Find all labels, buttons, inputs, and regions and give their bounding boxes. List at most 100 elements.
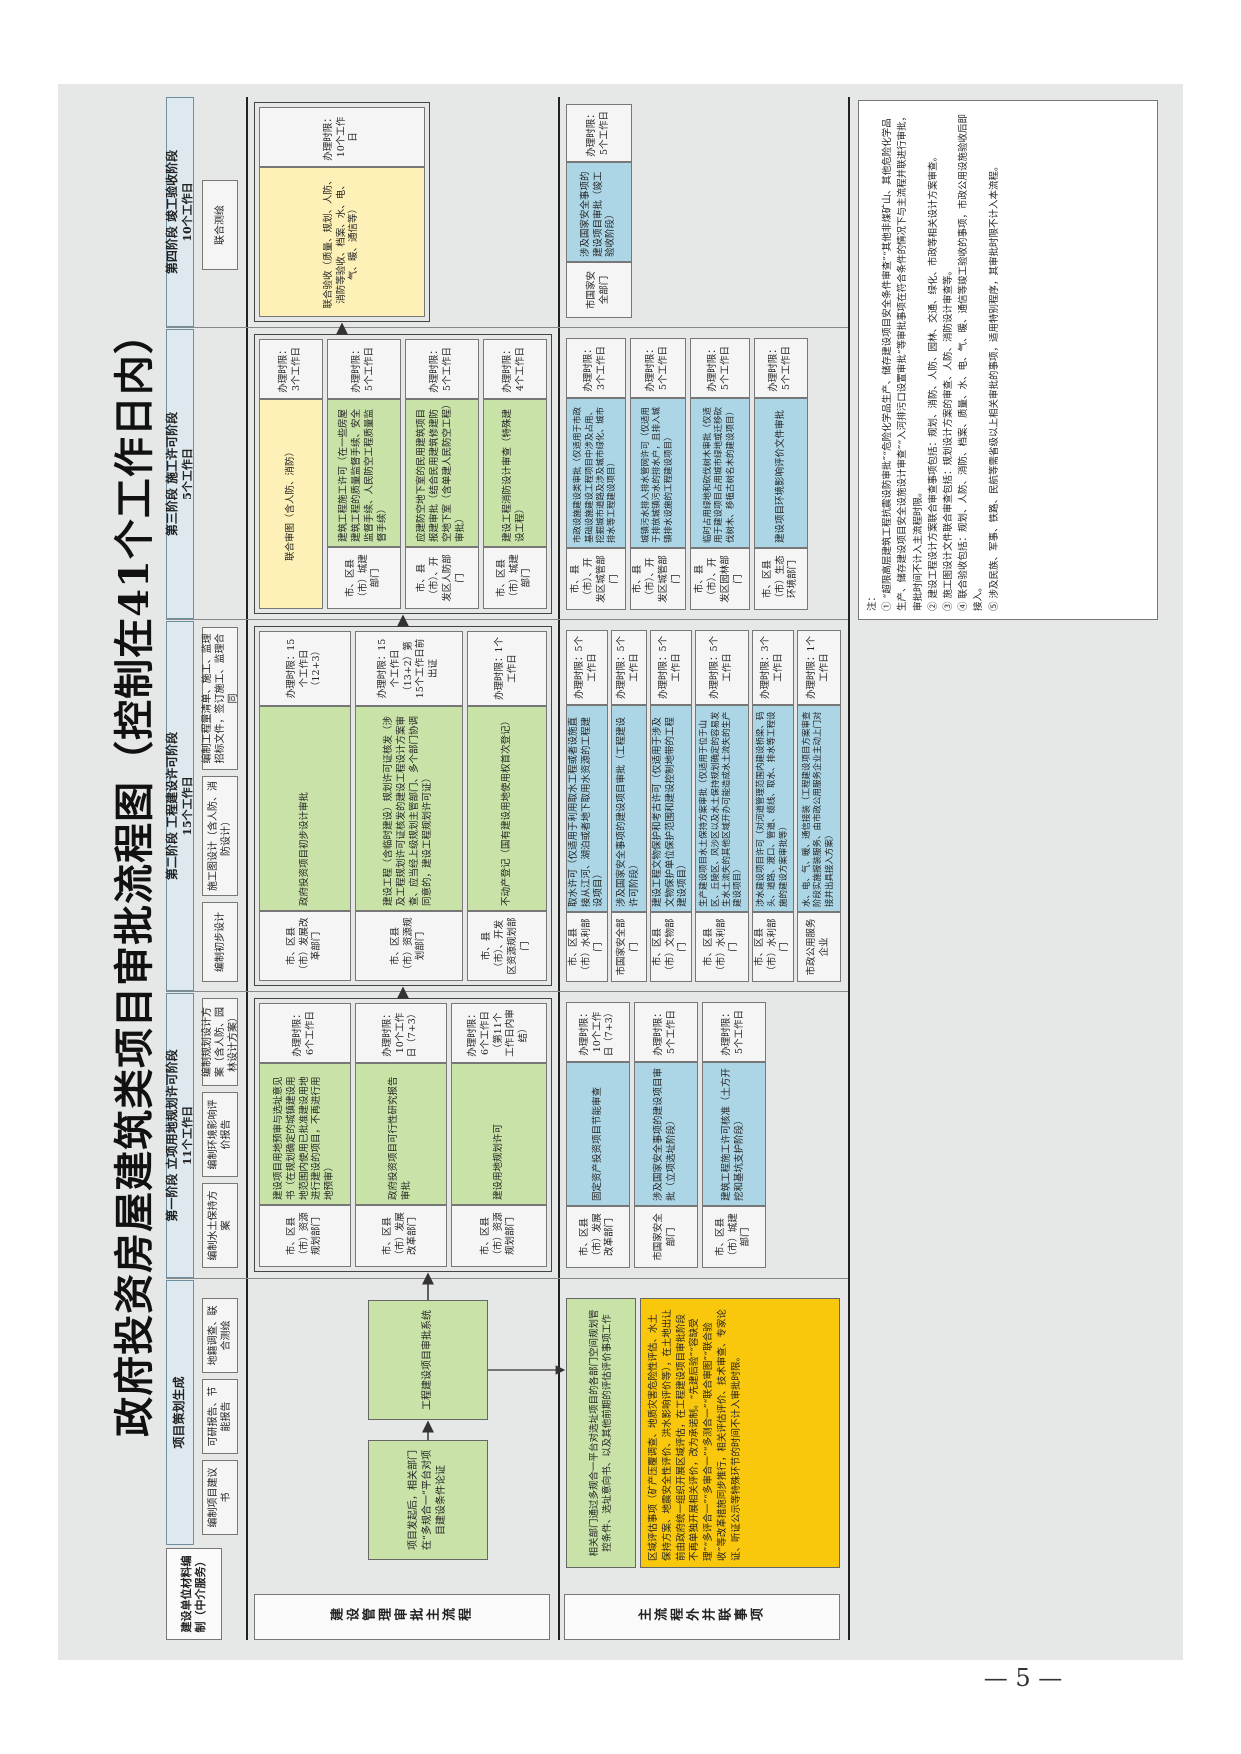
stage2-par-time-3: 办理时限：5个工作日 <box>650 630 692 705</box>
stage1-main-item-1: 建设项目用地预审与选址意见书（在规划确定的城镇建设用地范围内使用已批准建设用地进… <box>259 1063 351 1205</box>
stage3-main-item-3: 应建防空地下室的民用建筑项目报建审批（结合民用建筑修建防空地下室（含单建人民防空… <box>405 399 479 547</box>
stage3-main-item-4: 建设工程消防设计审查（特殊建设工程） <box>483 399 547 547</box>
stage1-par-time-2: 办理时限：5个工作日 <box>634 1002 698 1062</box>
parallel-label: 主流程外并联事项 <box>564 1594 840 1640</box>
stage4-main-row-1: 联合验收（质量、规划、人防、消防等验收、档案、水、电、气、暖、通信等） 办理时限… <box>259 107 425 317</box>
stage3-par-time-1: 办理时限：3个工作日 <box>566 338 626 398</box>
stage1-par-dept-1: 市、区县（市）发展改革部门 <box>566 1206 630 1268</box>
stage2-par-dept-6: 市政公用服务企业 <box>797 912 841 982</box>
stage3-main-row-1: 联合审图（含人防、消防） 办理时限：3个工作日 <box>259 339 323 609</box>
notes-label: 注： <box>867 591 878 611</box>
stage1-main-time-3: 办理时限：6个工作日（第11个工作日内审结） <box>451 1003 547 1063</box>
note-4: ④ 联合验收包括：规划、人防、消防、档案、质量、水、电、气、暖、通信等竣工验收的… <box>958 113 985 611</box>
stage2-main-item-1: 政府投资项目初步设计审批 <box>259 706 351 911</box>
stage-divider-1 <box>166 1278 848 1279</box>
stage2-par-dept-4: 市、区县（市）水利部门 <box>695 912 749 982</box>
stage1-main-row-2: 市、区县（市）发展改革部门 政府投资项目可行性研究报告审批 办理时限：10个工作… <box>355 1003 447 1267</box>
notes-box: 注： ① “超限高层建筑工程抗震设防审批”“危险化学品生产、储存建设项目安全条件… <box>858 100 1158 620</box>
stage1-main-item-2: 政府投资项目可行性研究报告审批 <box>355 1063 447 1205</box>
stage0-name: 项目策划生成 <box>172 1376 187 1449</box>
stage1-par-row-1: 市、区县（市）发展改革部门 固定资产投资项目节能审查 办理时限：10个工作日（7… <box>566 1002 630 1268</box>
stage2-main-group: 市、区县（市）发展改革部门 政府投资项目初步设计审批 办理时限：15个工作日（1… <box>254 626 552 986</box>
divider-middle <box>558 97 560 1640</box>
stage1-main-dept-2: 市、区县（市）发展改革部门 <box>355 1205 447 1267</box>
stage3-main-row-2: 市、区县（市）城建部门 建筑工程施工许可（在一些房屋建筑工程的质量监督手续、安全… <box>327 339 401 609</box>
note-5: ⑤ 涉及民族、军事、铁路、民航等需省级以上相关审批的事项，适用特别程序，其审批时… <box>988 161 1000 611</box>
main-flow-label: 建设管理审批主流程 <box>254 1594 550 1640</box>
stage1-par-row-2: 市国家安全部门 涉及国家安全事项的建设项目审批（立项选址阶段） 办理时限：5个工… <box>634 1002 698 1268</box>
stage0-system-box: 工程建设项目审批系统 <box>368 1300 488 1420</box>
stage3-main-time-1: 办理时限：3个工作日 <box>259 339 323 399</box>
stage3-main-dept-2: 市、区县（市）城建部门 <box>327 547 401 609</box>
stage2-par-time-6: 办理时限：1个工作日 <box>797 630 841 705</box>
stage2-par-item-2: 涉及国家安全事项的建设项目审批（工程建设许可阶段） <box>611 705 647 912</box>
stage3-days: 5个工作日 <box>180 448 194 500</box>
stage4-days: 10个工作日 <box>180 182 194 242</box>
stage3-par-row-1: 市、县（市）、开发区城管部门 市政设施建设类审批（仅适用于市政基础设施建设工程项… <box>566 338 626 610</box>
stage2-par-time-4: 办理时限：5个工作日 <box>695 630 749 705</box>
stage4-name: 第四阶段 竣工验收阶段 <box>165 149 180 275</box>
stage0-header: 项目策划生成 <box>166 1280 194 1545</box>
stage1-par-item-2: 涉及国家安全事项的建设项目审批（立项选址阶段） <box>634 1062 698 1206</box>
page-number: — 5 — <box>983 1664 1063 1692</box>
stage2-par-time-2: 办理时限：5个工作日 <box>611 630 647 705</box>
stage2-main-item-2: 建设工程（含临时建设）规划许可证核发（涉及工程规划许可证核发的建设工程设计方案审… <box>355 706 463 911</box>
stage3-main-item-2: 建筑工程施工许可（在一些房屋建筑工程的质量监督手续、安全监督手续、人民防空工程质… <box>327 399 401 547</box>
stage2-header: 第二阶段 工程建设许可阶段 15个工作日 <box>165 621 194 991</box>
stage3-par-time-4: 办理时限：5个工作日 <box>754 338 808 398</box>
stage0-demonstration-box: 项目发起后，相关部门在“多规合一”平台对项目建设条件论证 <box>368 1440 488 1560</box>
stage-divider-3 <box>166 619 848 620</box>
stage4-main-group: 联合验收（质量、规划、人防、消防等验收、档案、水、电、气、暖、通信等） 办理时限… <box>254 102 430 322</box>
stage2-par-dept-3: 市、区县（市）文物部门 <box>650 912 692 982</box>
stage4-par-dept-1: 市国家安全部门 <box>566 262 632 318</box>
stage3-par-time-2: 办理时限：5个工作日 <box>630 338 686 398</box>
stage1-par-time-1: 办理时限：10个工作日（7+3） <box>566 1002 630 1062</box>
stage2-par-row-5: 市、区县（市）水利部门 涉水建设项目许可（对河道管理范围内建设桥梁、码头、道路、… <box>752 630 794 982</box>
stage2-par-row-4: 市、区县（市）水利部门 生产建设项目水土保持方案审批（仅适用于位于山区、丘陵区、… <box>695 630 749 982</box>
stage1-main-time-2: 办理时限：10个工作日（7+3） <box>355 1003 447 1063</box>
stage3-main-group: 联合审图（含人防、消防） 办理时限：3个工作日 市、区县（市）城建部门 建筑工程… <box>254 334 552 614</box>
stage1-par-item-1: 固定资产投资项目节能审查 <box>566 1062 630 1206</box>
stage2-par-item-3: 建设工程文物保护和考古许可（仅适用于涉及文物保护单位保护范围和建设控制地带的工程… <box>650 705 692 912</box>
stage2-par-row-1: 市、区县（市）水利部门 取水许可（仅适用于利用取水工程或者设施直接从江河、湖泊或… <box>566 630 608 982</box>
stage3-main-time-4: 办理时限：4个工作日 <box>483 339 547 399</box>
stage3-main-item-1: 联合审图（含人防、消防） <box>259 399 323 609</box>
stage4-header: 第四阶段 竣工验收阶段 10个工作日 <box>165 97 194 327</box>
stage4-main-time-1: 办理时限：10个工作日 <box>259 107 425 167</box>
stage2-main-dept-1: 市、区县（市）发展改革部门 <box>259 911 351 981</box>
stage3-par-row-2: 市、县（市）、开发区城管部门 城镇污水排入排水管网许可（仅适用于排放城镇污水的排… <box>630 338 686 610</box>
stage2-par-time-5: 办理时限：3个工作日 <box>752 630 794 705</box>
stage3-par-dept-1: 市、县（市）、开发区城管部门 <box>566 548 626 610</box>
stage4-par-row-1: 市国家安全部门 涉及国家安全事项的建设项目审批（竣工验收阶段） 办理时限：5个工… <box>566 104 632 318</box>
stage1-par-item-3: 建筑工程施工许可核准（土方开挖和基坑支护阶段） <box>702 1062 766 1206</box>
stage3-par-dept-2: 市、县（市）、开发区城管部门 <box>630 548 686 610</box>
stage2-main-item-3: 不动产登记（国有建设用地使用权首次登记） <box>467 706 547 911</box>
stage0-prep-1: 编制项目建议书 <box>202 1460 238 1535</box>
stage2-par-time-1: 办理时限：5个工作日 <box>566 630 608 705</box>
stage2-par-row-6: 市政公用服务企业 水、电、气、暖、通信接装（工程建设项目方案审查阶段实施报装服务… <box>797 630 841 982</box>
stage2-prep-1: 编制初步设计 <box>202 902 238 982</box>
stage2-par-row-3: 市、区县（市）文物部门 建设工程文物保护和考古许可（仅适用于涉及文物保护单位保护… <box>650 630 692 982</box>
stage2-main-dept-3: 市、县（市）、开发区资源规划部门 <box>467 911 547 981</box>
stage4-par-item-1: 涉及国家安全事项的建设项目审批（竣工验收阶段） <box>566 162 632 262</box>
note-2: ② 建设工程设计方案联合审查事项包括：规划、消防、人防、园林、交通、绿化、市政等… <box>927 151 939 611</box>
stage2-main-time-2: 办理时限：15个工作日（13+2）第15个工作日前出证 <box>355 631 463 706</box>
org-label: 建设单位材料编制（中介服务） <box>166 1548 222 1640</box>
stage2-main-time-3: 办理时限：1个工作日 <box>467 631 547 706</box>
stage1-header: 第一阶段 立项用地规划许可阶段 11个工作日 <box>165 993 194 1278</box>
stage1-par-dept-3: 市、区县（市）城建部门 <box>702 1206 766 1268</box>
stage3-par-row-3: 市、县（市）、开发区园林部门 临时占用绿地和砍伐树木审批（仅适用于建设项目占用城… <box>690 338 750 610</box>
stage3-main-dept-4: 市、区县（市）城建部门 <box>483 547 547 609</box>
stage2-main-row-3: 市、县（市）、开发区资源规划部门 不动产登记（国有建设用地使用权首次登记） 办理… <box>467 631 547 981</box>
stage2-prep-3: 编制工程量清单、施工、监理招标文件，签订施工、监理合同 <box>202 627 239 770</box>
stage3-main-dept-3: 市、县（市）、开发区人防部门 <box>405 547 479 609</box>
stage3-par-item-1: 市政设施建设类审批（仅适用于市政基础设施建设工程项目中涉及占用、挖掘城市道路及涉… <box>566 398 626 548</box>
stage3-par-row-4: 市、区县（市）生态环境部门 建设项目环境影响评价文件审批 办理时限：5个工作日 <box>754 338 808 610</box>
stage1-prep-2: 编制环境影响评价报告 <box>202 1092 238 1177</box>
stage2-main-time-1: 办理时限：15个工作日（12+3） <box>259 631 351 706</box>
divider-bottom <box>848 97 850 1640</box>
stage2-par-item-1: 取水许可（仅适用于利用取水工程或者设施直接从江河、湖泊或者地下取用水资源的工程建… <box>566 705 608 912</box>
stage3-main-time-2: 办理时限：5个工作日 <box>327 339 401 399</box>
stage2-par-row-2: 市国家安全部门 涉及国家安全事项的建设项目审批（工程建设许可阶段） 办理时限：5… <box>611 630 647 982</box>
stage2-par-item-4: 生产建设项目水土保持方案审批（仅适用于位于山区、丘陵区、风沙区以及水土保持规划确… <box>695 705 749 912</box>
